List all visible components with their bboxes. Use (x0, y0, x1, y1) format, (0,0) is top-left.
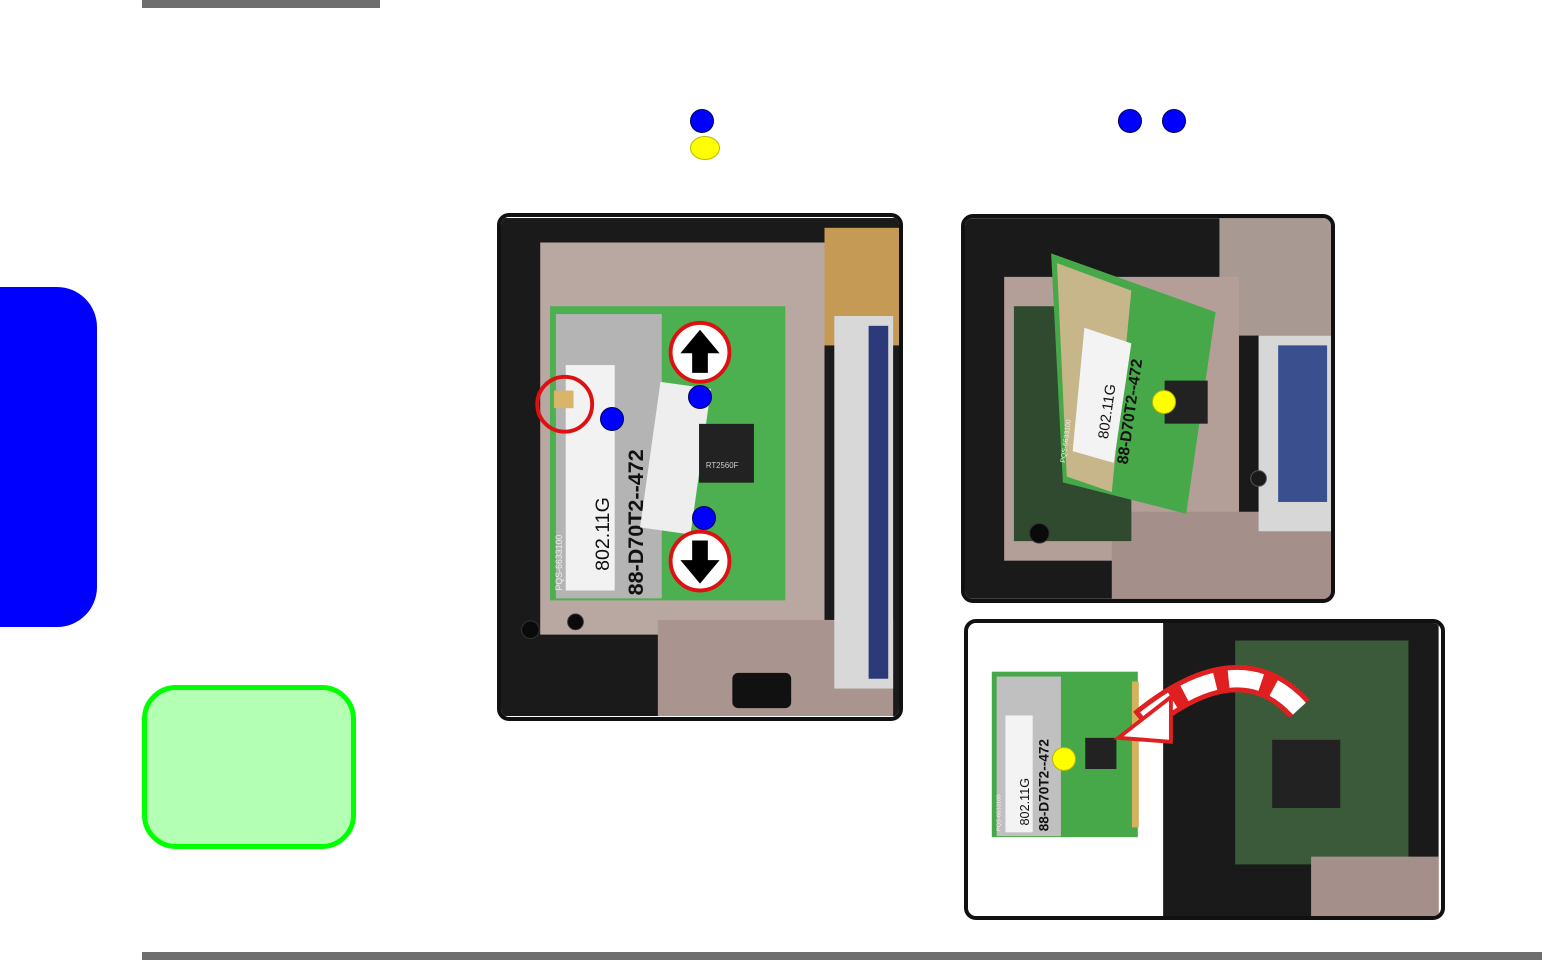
header-rule (142, 0, 380, 8)
figure-c-pcb-code: PQS-6633100 (997, 794, 1003, 832)
callout-marker-blue (688, 385, 712, 409)
figure-a-card-model: 802.11G (592, 497, 614, 571)
note-box (142, 685, 356, 849)
footer-rule (142, 952, 1542, 960)
callout-marker-blue (692, 506, 716, 530)
connector-highlight-ring (535, 374, 595, 434)
callout-marker-blue (1118, 109, 1142, 133)
callout-marker-blue (690, 109, 714, 133)
figure-a-illustration: 802.11G 88-D70T2--472 PQS-6633100 RT2560… (501, 218, 899, 716)
callout-marker-blue (600, 407, 624, 431)
callout-marker-yellow (1052, 747, 1076, 771)
figure-a-pcb-code: PQS-6633100 (554, 535, 564, 591)
figure-b-card-model: 802.11G (1096, 383, 1120, 440)
figure-a-photo: 802.11G 88-D70T2--472 PQS-6633100 RT2560… (497, 213, 903, 721)
callout-marker-blue (1162, 109, 1186, 133)
figure-c-card-model: 802.11G (1018, 778, 1032, 826)
figure-a-chip-text: RT2560F (706, 461, 739, 470)
chapter-tab (0, 287, 97, 627)
figure-c-illustration: 802.11G 88-D70T2--472 PQS-6633100 (970, 623, 1439, 916)
figure-b-photo: 802.11G 88-D70T2--472 PQS-6633100 (961, 214, 1335, 603)
figure-b-illustration: 802.11G 88-D70T2--472 PQS-6633100 (965, 218, 1331, 599)
callout-marker-yellow (690, 136, 720, 160)
arrow-up-icon (668, 320, 732, 384)
arrow-down-icon (668, 529, 732, 593)
curved-arrow-icon (1113, 665, 1310, 744)
figure-c-card-part-number: 88-D70T2--472 (1036, 739, 1051, 832)
figure-c-photo: 802.11G 88-D70T2--472 PQS-6633100 (964, 619, 1445, 920)
callout-marker-yellow (1152, 390, 1176, 414)
